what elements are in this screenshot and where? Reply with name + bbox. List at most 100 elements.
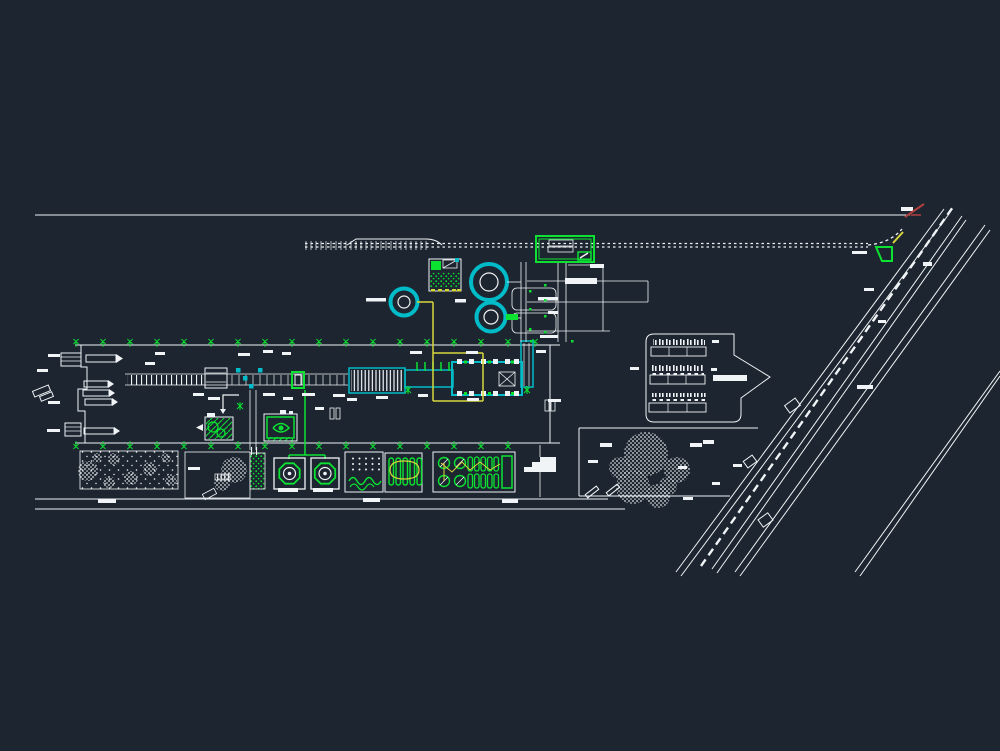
cad-linework	[498, 371, 516, 387]
capsule-row	[416, 457, 423, 486]
square-mark	[529, 308, 532, 311]
label-dash	[600, 443, 612, 447]
door-symbol	[544, 399, 550, 412]
culvert-symbol	[783, 397, 802, 414]
cad-linework	[442, 259, 458, 269]
roller-unit	[64, 422, 82, 437]
square-mark	[544, 299, 547, 302]
parking-row-glyphs	[653, 337, 705, 347]
arrow-head	[220, 409, 226, 414]
equipment-panel	[432, 451, 516, 493]
stipple-blob	[103, 476, 115, 488]
label-dash	[438, 289, 442, 292]
label-dash	[712, 340, 719, 343]
label-dash	[418, 394, 428, 397]
label-dash	[215, 474, 230, 480]
arrow-head	[109, 389, 115, 397]
railway-curve	[867, 228, 903, 246]
cad-linework	[455, 458, 465, 468]
capsule-row	[467, 473, 474, 489]
truck-symbol	[31, 384, 52, 398]
parking-stall-row	[649, 374, 706, 385]
label-dash	[455, 299, 466, 303]
circle-mark	[318, 466, 332, 481]
circle-mark	[397, 295, 411, 309]
circle-mark	[453, 474, 467, 488]
tree-canopy	[616, 470, 650, 504]
conveyor-hatch	[127, 375, 203, 385]
label-dash	[457, 289, 461, 292]
label-dash	[263, 393, 275, 396]
tree-canopy	[659, 477, 677, 495]
stipple-blob	[124, 471, 138, 485]
label-dash	[590, 264, 604, 268]
green-star-mark	[236, 402, 244, 410]
tank-columns	[457, 359, 462, 364]
road-edge	[711, 215, 963, 570]
roller-unit	[60, 352, 82, 367]
circle-mark	[278, 425, 284, 431]
cad-linework	[455, 476, 465, 486]
capsule-row	[395, 457, 402, 486]
label-dash	[313, 488, 333, 492]
label-dash	[302, 393, 315, 396]
cyan-marker	[258, 368, 263, 373]
road-edge	[716, 219, 967, 574]
label-dash	[207, 413, 215, 417]
cyan-marker	[249, 384, 254, 389]
screen-bars	[351, 370, 403, 391]
label-dash	[878, 320, 886, 323]
tank-columns	[469, 391, 474, 396]
cad-linework	[577, 251, 592, 261]
tank-green-ticks	[488, 392, 491, 395]
capsule-row	[409, 457, 416, 486]
label-dash	[37, 369, 48, 372]
clarifier-tank	[474, 300, 508, 334]
label-dash	[282, 352, 291, 355]
green-speckle-box	[249, 452, 266, 490]
label-dash	[430, 272, 460, 288]
label-dash	[466, 351, 478, 354]
label-dash	[155, 352, 165, 355]
capsule-row	[473, 456, 480, 472]
label-dash	[347, 398, 357, 401]
label-dash	[852, 251, 867, 254]
stipple-blob	[78, 461, 98, 481]
label-dash	[268, 437, 293, 441]
tank-columns	[457, 391, 462, 396]
tank-green-ticks	[464, 392, 467, 395]
capsule-row	[402, 457, 409, 486]
label-dash	[536, 350, 546, 353]
culvert-symbol	[757, 512, 774, 528]
capsule-row	[493, 456, 500, 472]
cad-linework	[214, 473, 231, 481]
arrow-head	[112, 398, 118, 406]
tank-columns	[469, 359, 474, 364]
label-dash	[455, 258, 459, 262]
label-dash	[630, 367, 639, 370]
tank-octagon	[278, 462, 301, 485]
mixer-unit	[204, 416, 234, 441]
green-cabinet	[501, 455, 513, 489]
label-dash	[278, 488, 298, 492]
label-dash	[363, 498, 380, 502]
capsule-row	[480, 473, 487, 489]
capsule-row	[473, 473, 480, 489]
capsule-row	[480, 456, 487, 472]
machine-box	[204, 367, 228, 389]
road-edge	[734, 224, 986, 573]
cad-linework	[442, 259, 458, 269]
circle-mark	[287, 471, 292, 476]
label-dash	[248, 447, 258, 455]
circle-mark	[479, 272, 499, 292]
cad-linework	[548, 239, 574, 247]
parking-enclosure	[645, 333, 771, 423]
label-dash	[376, 396, 388, 399]
dot-grid	[350, 456, 380, 473]
capsule-row	[493, 473, 500, 489]
label-dash	[193, 393, 204, 396]
label-dash	[280, 410, 286, 414]
label-dash	[208, 397, 220, 400]
label-dash	[467, 398, 479, 401]
